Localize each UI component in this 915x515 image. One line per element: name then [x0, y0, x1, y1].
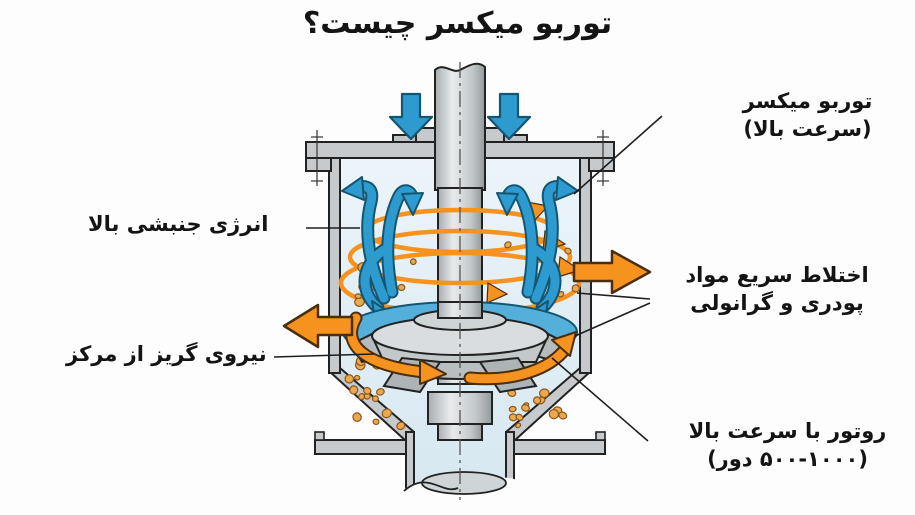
bottom-flange-left	[314, 439, 407, 455]
page-title: توربو میکسر چیست؟	[302, 6, 613, 41]
bolt-centerline-left	[311, 130, 323, 186]
upflow-arrow-icon	[353, 182, 389, 303]
particle-icon	[358, 393, 366, 401]
upflow-arrow-icon	[503, 186, 537, 297]
label-rotor-speed-line2: (۵۰۰-۱۰۰۰ دور)	[707, 446, 868, 471]
particle-icon	[504, 241, 512, 249]
bottom-flange-lip-right	[595, 431, 606, 441]
particle-icon	[397, 283, 406, 292]
particle-icon	[372, 418, 380, 426]
particle-icon	[515, 413, 524, 421]
lid-tab-left	[305, 157, 332, 172]
particle-icon	[371, 395, 379, 403]
particle-icon	[354, 293, 362, 300]
leader-line-turbo-mixer	[573, 115, 663, 195]
discharge-arrow-icon-left	[282, 303, 354, 349]
particle-icon	[508, 405, 517, 413]
inlet-arrow-icon	[486, 92, 532, 141]
particle-icon	[564, 247, 572, 255]
label-turbo-mixer-line1: توربو میکسر	[742, 89, 873, 113]
bottom-flange-right	[513, 439, 606, 455]
leader-line-rapid-mixing-lower	[574, 302, 651, 337]
particle-icon	[354, 374, 361, 381]
outlet-cut-face	[421, 471, 507, 495]
upflow-arrow-icon	[383, 186, 417, 297]
leader-lines	[273, 115, 663, 442]
bottom-flange-lip-left	[314, 431, 325, 441]
discharge-arrow-icon-right	[572, 249, 652, 295]
outlet-break-line	[403, 481, 459, 492]
inlet-arrow-icon	[388, 92, 434, 141]
upflow-arrow-icon	[531, 182, 567, 303]
centrifugal-arrows	[282, 249, 652, 386]
label-rapid-mixing: اختلاط سریع مواد پودری و گرانولی	[652, 262, 902, 317]
outlet-tube-wall-left	[405, 431, 415, 491]
bolt-centerline-right	[597, 130, 609, 186]
leader-line-rotor	[551, 357, 649, 442]
particle-icon	[376, 388, 385, 396]
label-rapid-mixing-line1: اختلاط سریع مواد	[685, 263, 869, 287]
particle-icon	[521, 404, 530, 412]
label-kinetic-energy-line1: انرژی جنبشی بالا	[88, 212, 269, 236]
circulation-arrow-icon	[465, 343, 571, 384]
vessel-wall-left	[328, 157, 341, 374]
label-rapid-mixing-line2: پودری و گرانولی	[690, 290, 864, 315]
label-kinetic-energy: انرژی جنبشی بالا	[88, 211, 303, 239]
particle-icon	[363, 386, 372, 395]
particle-icon	[548, 408, 560, 420]
label-rotor-speed: روتور با سرعت بالا (۵۰۰-۱۰۰۰ دور)	[665, 418, 910, 473]
particle-icon	[571, 284, 580, 293]
particle-icon	[381, 408, 392, 419]
label-rotor-speed-line1: روتور با سرعت بالا	[688, 419, 887, 443]
particle-icon	[539, 388, 550, 399]
lid-tab-right	[588, 157, 615, 172]
particle-icon	[352, 412, 362, 422]
particle-icon	[349, 385, 359, 395]
particle-icon	[409, 258, 417, 266]
leader-line-rapid-mixing-upper	[576, 292, 651, 300]
label-centrifugal-force: نیروی گریز از مرکز	[66, 341, 272, 369]
label-turbo-mixer-line2: (سرعت بالا)	[743, 116, 872, 141]
label-turbo-mixer: توربو میکسر (سرعت بالا)	[715, 88, 900, 143]
particle-icon	[344, 374, 355, 384]
particle-icon	[515, 422, 522, 429]
particle-icon	[532, 396, 542, 405]
leader-line-centrifugal	[273, 353, 375, 358]
label-centrifugal-force-line1: نیروی گریز از مرکز	[66, 342, 267, 366]
particle-icon	[396, 421, 406, 431]
